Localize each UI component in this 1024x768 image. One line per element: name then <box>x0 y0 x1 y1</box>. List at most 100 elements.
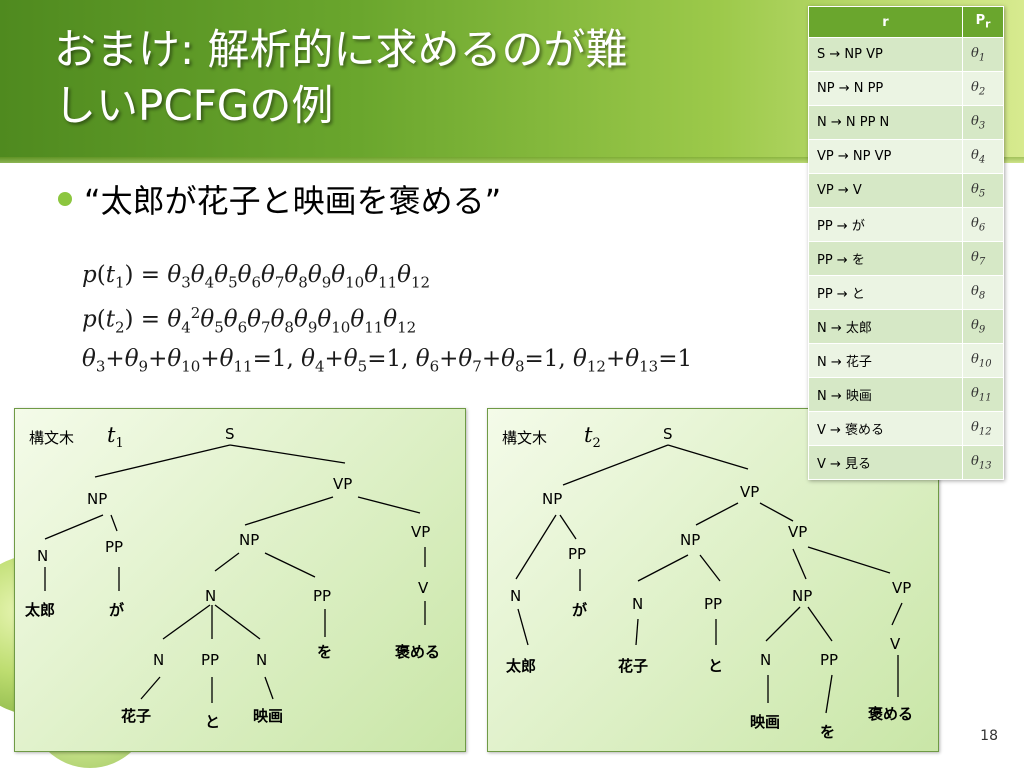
t1-leaf-ga: が <box>109 601 125 619</box>
theta-index: 3 <box>95 357 106 376</box>
f2-theta: θ <box>223 306 238 333</box>
f2-sub: 11 <box>364 318 384 337</box>
rule-text: PP → と <box>808 275 963 310</box>
bullet-dot-icon <box>58 192 72 206</box>
theta-symbol: θ <box>971 453 979 469</box>
t2-node-NP: NP <box>542 490 562 508</box>
rule-text: V → 見る <box>808 445 963 480</box>
t1-node-N-4: N <box>256 651 267 669</box>
t2-node-N-2: N <box>632 595 643 613</box>
f2-sub: 5 <box>214 318 224 337</box>
header-prob-sub: r <box>985 17 991 31</box>
f2-theta: θ <box>270 306 285 333</box>
tree-panel-1: 構文木 t1 S NP VP N PP NP V <box>14 408 466 752</box>
f1-sub: 11 <box>378 273 398 292</box>
t1-node-N-3: N <box>153 651 164 669</box>
t2-node-VP-2: VP <box>788 523 807 541</box>
f2-sub: 4 <box>181 318 191 337</box>
rule-text: N → N PP N <box>808 105 963 140</box>
bullet-item: “太郎が花子と映画を褒める” <box>58 176 501 222</box>
rule-text: VP → NP VP <box>808 139 963 174</box>
t1-node-N: N <box>37 547 48 565</box>
f1-t-sub: 1 <box>114 273 125 292</box>
formula-operator: + <box>481 346 502 372</box>
tree1-title: 構文木 <box>29 429 75 447</box>
theta-symbol: θ <box>971 249 979 265</box>
rule-text: N → 太郎 <box>808 309 963 344</box>
f2-t-sub: 2 <box>114 318 125 337</box>
rule-probability: θ4 <box>962 139 1004 174</box>
slide-title: おまけ: 解析的に求めるのが難 しいPCFGの例 <box>54 22 794 134</box>
theta-index: 7 <box>472 357 482 376</box>
theta-index: 12 <box>586 357 606 376</box>
title-line-2: しいPCFGの例 <box>54 81 334 130</box>
theta-symbol: θ <box>971 113 979 129</box>
t1-leaf-wo: を <box>317 643 332 661</box>
theta-symbol: θ <box>573 346 587 372</box>
formula-operator: + <box>324 346 344 372</box>
f1-theta: θ <box>214 262 229 288</box>
theta-index: 12 <box>978 426 992 438</box>
f1-sub: 10 <box>345 273 365 292</box>
t2-leaf-hanako: 花子 <box>618 657 648 675</box>
theta-index: 8 <box>978 290 986 302</box>
page-number: 18 <box>980 728 998 744</box>
t1-node-S: S <box>225 425 235 443</box>
t2-leaf-to: と <box>708 657 723 675</box>
t1-leaf-taro: 太郎 <box>25 601 55 619</box>
theta-symbol: θ <box>971 79 979 95</box>
t2-node-N-3: N <box>760 651 771 669</box>
t2-node-S: S <box>663 425 673 443</box>
rule-text: PP → を <box>808 241 963 276</box>
theta-index: 5 <box>357 357 368 376</box>
rule-probability: θ1 <box>962 37 1004 72</box>
theta-symbol: θ <box>501 346 515 372</box>
tree2-var-sub: 2 <box>592 436 601 452</box>
theta-index: 7 <box>978 256 986 268</box>
f2-sub: 8 <box>284 318 294 337</box>
tree1-svg: S NP VP N PP NP VP N PP V N PP N 太郎 が を … <box>25 425 440 731</box>
formula-operator: + <box>148 346 168 372</box>
theta-symbol: θ <box>458 346 473 372</box>
formula-operator: + <box>439 346 459 372</box>
f2-sub: 12 <box>397 318 417 337</box>
rule-probability: θ6 <box>962 207 1004 242</box>
t2-node-PP-3: PP <box>820 651 838 669</box>
formula-operator: =1 <box>658 346 693 372</box>
tree1-var-sub: 1 <box>115 436 124 452</box>
rule-probability: θ10 <box>962 343 1004 378</box>
rule-probability: θ8 <box>962 275 1004 310</box>
title-line-1: おまけ: 解析的に求めるのが難 <box>54 25 628 74</box>
theta-index: 11 <box>233 357 253 376</box>
theta-index: 13 <box>639 357 659 376</box>
f2-theta: θ <box>167 306 182 333</box>
theta-index: 8 <box>514 357 525 376</box>
f1-theta: θ <box>397 262 411 288</box>
rule-probability: θ2 <box>962 71 1004 106</box>
f2-theta: θ <box>383 306 398 333</box>
rule-probability: θ9 <box>962 309 1004 344</box>
t2-node-VP: VP <box>740 483 759 501</box>
f1-paren: ( <box>96 262 106 288</box>
rule-text: N → 花子 <box>808 343 963 378</box>
header-prob: Pr <box>962 6 1004 38</box>
f2-theta: θ <box>247 306 262 333</box>
formula-operator: =1, <box>252 346 302 372</box>
rule-probability: θ5 <box>962 173 1004 208</box>
f2-p: p <box>82 306 97 333</box>
theta-index: 10 <box>978 358 992 370</box>
formula-operator: =1, <box>524 346 574 372</box>
theta-symbol: θ <box>415 346 430 372</box>
rule-text: N → 映画 <box>808 377 963 412</box>
f1-theta: θ <box>331 262 346 288</box>
formula-p-t1: p(t1) = θ3θ4θ5θ6θ7θ8θ9θ10θ11θ12 <box>82 262 430 292</box>
t2-node-V: V <box>890 635 901 653</box>
f2-sup: 2 <box>190 304 201 322</box>
